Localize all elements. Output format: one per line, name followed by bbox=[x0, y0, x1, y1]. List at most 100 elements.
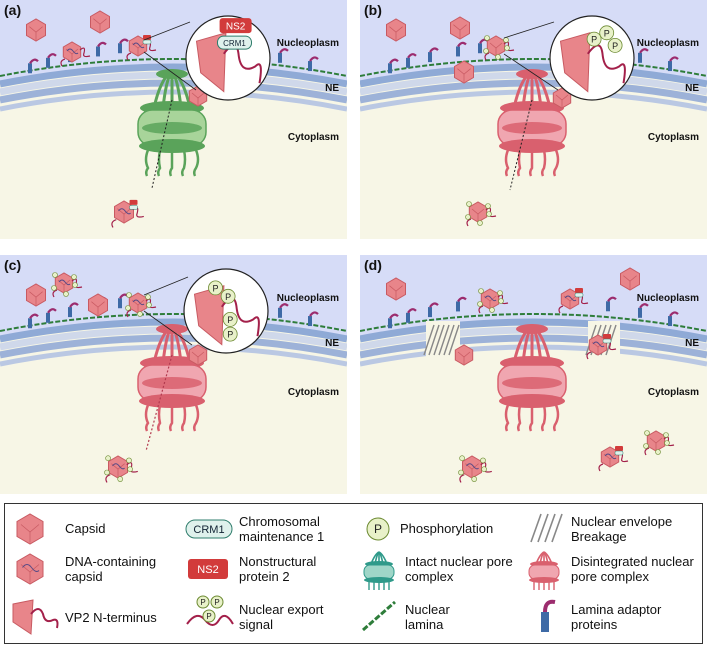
phospho-badge-text: P bbox=[227, 315, 233, 325]
vp2-tail bbox=[586, 351, 592, 360]
crm1-pill-text: CRM1 bbox=[193, 524, 224, 536]
phospho-badge bbox=[586, 31, 602, 47]
capsid bbox=[26, 283, 46, 307]
vp2-tail bbox=[126, 309, 132, 318]
phospho-badge-text: P bbox=[604, 28, 610, 38]
dna-capsid bbox=[477, 288, 509, 314]
crm1-pill bbox=[185, 519, 233, 539]
nuclear-lamina bbox=[0, 313, 347, 332]
phospho-dot bbox=[483, 48, 489, 54]
panel-d-ne-label: NE bbox=[685, 338, 699, 349]
lamina-adaptor bbox=[406, 53, 417, 68]
phospho-dot bbox=[655, 449, 661, 455]
dna-capsid bbox=[16, 553, 44, 585]
vp2-tail bbox=[598, 463, 604, 472]
phospho-dot-text: P bbox=[214, 598, 219, 607]
phospho-dot bbox=[202, 609, 216, 623]
phospho-dot bbox=[498, 298, 504, 304]
phospho-circle-text: P bbox=[374, 522, 382, 536]
panel-a-ne-label: NE bbox=[325, 83, 339, 94]
phospho-dot bbox=[458, 469, 464, 476]
disintegrated-nuclear-pore-complex bbox=[497, 323, 567, 432]
dna-capsid bbox=[51, 272, 83, 298]
legend: Capsid DNA-containing capsid VP2 N-termi… bbox=[4, 503, 703, 644]
legend-phospho-label: Phosphorylation bbox=[400, 521, 494, 536]
lamina-adaptor-icon bbox=[541, 599, 556, 632]
vp2-tail bbox=[484, 52, 490, 61]
phospho-dot bbox=[126, 457, 132, 464]
phospho-dot bbox=[71, 274, 77, 280]
inner-membrane bbox=[0, 63, 347, 88]
lamina-adaptor bbox=[638, 303, 649, 318]
lamina-adaptor bbox=[606, 296, 617, 312]
crm1-badge-text: CRM1 bbox=[223, 39, 246, 48]
phosphorylation-icon: P bbox=[366, 517, 390, 541]
phospho-badge bbox=[599, 25, 615, 41]
nes-tail bbox=[186, 614, 234, 626]
legend-nes-label: Nuclear export signal bbox=[239, 602, 324, 632]
capsid bbox=[643, 430, 675, 456]
phospho-dot bbox=[471, 476, 477, 482]
capsid bbox=[483, 35, 515, 61]
phospho-dot bbox=[484, 35, 490, 41]
lamina-adaptor bbox=[96, 41, 107, 57]
vp2-tail bbox=[478, 305, 484, 314]
capsid bbox=[620, 267, 640, 291]
capsid-fragment bbox=[195, 32, 227, 93]
panel-c-cytoplasm-label: Cytoplasm bbox=[287, 387, 339, 398]
legend-lamina-label: Nuclear lamina bbox=[405, 602, 450, 632]
dna-capsid bbox=[126, 35, 157, 61]
phospho-badge bbox=[208, 280, 223, 296]
ns2-badge-icon: NS2 bbox=[188, 559, 228, 579]
phospho-badge-text: P bbox=[591, 35, 597, 45]
legend-vp2-label: VP2 N-terminus bbox=[65, 610, 157, 625]
lamina-adaptor bbox=[46, 53, 57, 68]
lamina-adaptor bbox=[46, 308, 57, 323]
dna-capsid bbox=[458, 455, 492, 483]
intact-npc-icon bbox=[363, 551, 395, 590]
export-path-arrow bbox=[509, 99, 533, 191]
panel-c-nucleoplasm-label: Nucleoplasm bbox=[276, 293, 339, 304]
vp2-tail bbox=[111, 219, 117, 228]
phospho-badge bbox=[222, 326, 238, 342]
disintegrated-nuclear-pore-complex bbox=[497, 68, 567, 177]
phospho-dot bbox=[210, 595, 224, 609]
lamina-adaptor bbox=[278, 48, 289, 63]
phospho-dot-text: P bbox=[206, 612, 211, 621]
panel-b-nucleoplasm-label: Nucleoplasm bbox=[636, 38, 699, 49]
capsid bbox=[386, 18, 406, 42]
capsid bbox=[450, 16, 470, 40]
export-path-arrow bbox=[145, 354, 173, 452]
crm1-mini-badge bbox=[574, 292, 584, 298]
phospho-dot bbox=[126, 292, 132, 298]
crm1-mini-badge bbox=[129, 205, 138, 210]
callout-leader bbox=[503, 53, 559, 91]
ns2-mini-badge bbox=[143, 35, 151, 40]
ns2-pill bbox=[188, 559, 228, 579]
lamina-adaptor bbox=[68, 302, 79, 318]
phospho-dot bbox=[196, 595, 210, 609]
phospho-dot bbox=[145, 294, 151, 300]
breakage-icon bbox=[530, 513, 563, 543]
legend-breakage-label: Nuclear envelope Breakage bbox=[571, 514, 673, 544]
lamina-adaptor bbox=[456, 41, 467, 57]
inner-membrane bbox=[0, 318, 347, 343]
lamina-adaptor bbox=[456, 296, 467, 312]
ns2-mini-badge bbox=[603, 334, 611, 339]
inner-membrane bbox=[360, 318, 707, 343]
phospho-dot bbox=[489, 307, 495, 313]
phospho-dot bbox=[105, 455, 111, 461]
lamina-adaptor bbox=[428, 302, 439, 318]
phospho-dot bbox=[486, 211, 492, 217]
capsid bbox=[90, 10, 110, 34]
phospho-badge-text: P bbox=[225, 292, 231, 302]
legend-capsid-label: Capsid bbox=[65, 521, 106, 536]
panel-b-cytoplasm-label: Cytoplasm bbox=[647, 132, 699, 143]
vp2-n-terminus-icon bbox=[12, 599, 59, 635]
